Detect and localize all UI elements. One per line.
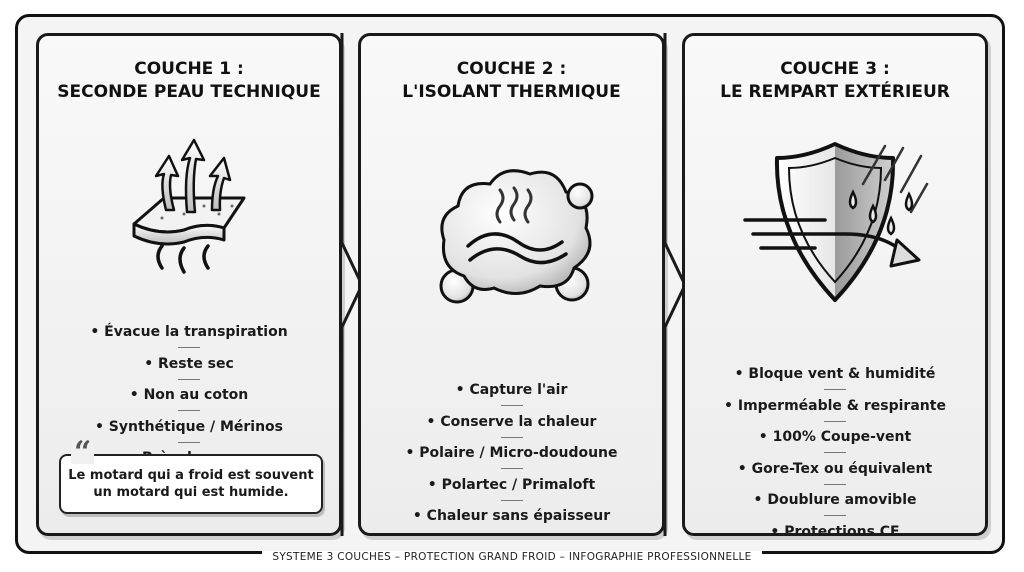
layer-2-title-name: L'ISOLANT THERMIQUE [402,82,621,102]
list-item: Conserve la chaleur [361,410,662,442]
list-item: Polaire / Micro-doudoune [361,441,662,473]
layer-2-title: COUCHE 2 : L'ISOLANT THERMIQUE [361,58,662,104]
layer-2-feature-list: Capture l'air Conserve la chaleur Polair… [361,378,662,536]
list-item: Polartec / Primaloft [361,473,662,505]
layer-3-feature-list: Bloque vent & humidité Imperméable & res… [685,362,985,551]
list-item: Protections CE [685,520,985,552]
list-item: Chaleur sans épaisseur [361,504,662,536]
layer-1-title-name: SECONDE PEAU TECHNIQUE [57,82,321,102]
shield-wind-rain-icon [685,136,985,306]
list-item: Reste sec [39,352,339,384]
quote-line-2: un motard qui est humide. [93,485,289,500]
footer-caption: SYSTEME 3 COUCHES – PROTECTION GRAND FRO… [0,545,1024,564]
layer-2-title-number: COUCHE 2 : [456,59,567,79]
insulation-cloud-heat-icon [361,136,662,306]
layer-2-panel: COUCHE 2 : L'ISOLANT THERMIQUE [358,33,665,536]
layer-1-title: COUCHE 1 : SECONDE PEAU TECHNIQUE [39,58,339,104]
list-item: Évacue la transpiration [39,320,339,352]
layer-1-panel: COUCHE 1 : SECONDE PEAU TECHNIQUE [36,33,342,536]
list-item: Bloque vent & humidité [685,362,985,394]
list-item: Imperméable & respirante [685,394,985,426]
list-item: Doublure amovible [685,488,985,520]
layer-3-panel: COUCHE 3 : LE REMPART EXTÉRIEUR [682,33,988,540]
list-item: Non au coton [39,383,339,415]
footer-text: SYSTEME 3 COUCHES – PROTECTION GRAND FRO… [262,551,762,563]
layer-3-title-number: COUCHE 3 : [780,59,890,79]
layer-3-title-name: LE REMPART EXTÉRIEUR [720,82,950,102]
list-item: Capture l'air [361,378,662,410]
list-item: Synthétique / Mérinos [39,415,339,447]
quote-line-1: Le motard qui a froid est souvent [68,468,314,483]
layer-1-title-number: COUCHE 1 : [134,59,244,79]
quote-mark-icon: “ [71,438,95,468]
quote-box: “ Le motard qui a froid est souvent un m… [59,438,323,514]
layer-3-title: COUCHE 3 : LE REMPART EXTÉRIEUR [685,58,985,104]
list-item: Gore-Tex ou équivalent [685,457,985,489]
list-item: 100% Coupe-vent [685,425,985,457]
fabric-wicking-arrows-icon [39,136,339,306]
